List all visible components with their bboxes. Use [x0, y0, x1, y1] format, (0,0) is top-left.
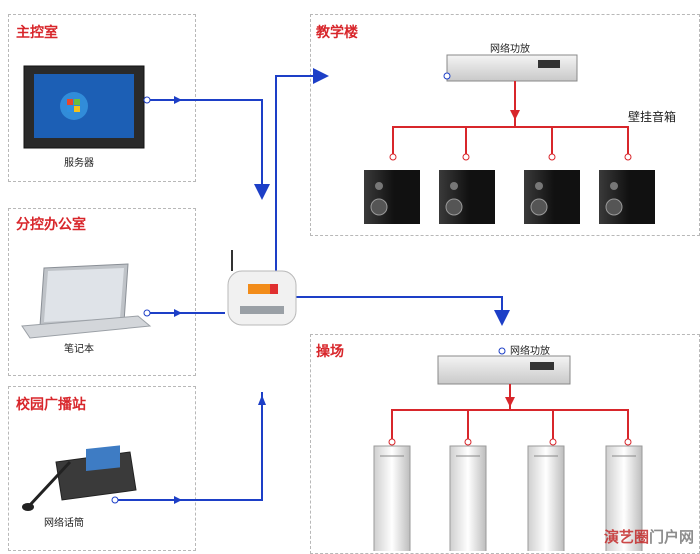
- wall-speaker-label: 壁挂音箱: [628, 110, 677, 124]
- column-speaker-icon: [449, 445, 487, 551]
- teaching-amp-label: 网络功放: [490, 44, 530, 55]
- speaker-port-icon: [389, 153, 397, 161]
- sub-office-title: 分控办公室: [16, 217, 86, 233]
- speaker-port-icon: [624, 153, 632, 161]
- teaching-amplifier-icon: [446, 54, 578, 82]
- amp-port-teaching-icon: [443, 72, 451, 80]
- speaker-port-icon: [464, 438, 472, 446]
- network-microphone-icon: [22, 445, 137, 511]
- network-lines: [115, 68, 510, 501]
- arrow-teaching-amp-icon: [510, 110, 520, 120]
- column-speaker-icon: [527, 445, 565, 551]
- amp-port-playground-icon: [498, 347, 506, 355]
- wall-speaker-icon: [364, 170, 420, 224]
- laptop-icon: [21, 263, 152, 339]
- zone-main-control: [8, 14, 196, 182]
- arrow-broadcast-icon: [174, 496, 182, 504]
- teaching-speaker-lines: [392, 81, 629, 157]
- playground-amp-label: 网络功放: [510, 346, 550, 357]
- speaker-port-icon: [549, 438, 557, 446]
- port-broadcast-icon: [111, 496, 119, 504]
- watermark-red: 演艺圈: [603, 528, 649, 546]
- arrow-up-icon: [258, 395, 266, 405]
- router-icon: [227, 250, 297, 326]
- microphone-caption: 网络话筒: [44, 518, 84, 529]
- main-control-title: 主控室: [16, 25, 58, 41]
- broadcast-title: 校园广播站: [16, 397, 86, 413]
- watermark-gray: 门户网: [648, 528, 694, 546]
- column-speaker-icon: [605, 445, 643, 551]
- zone-sub-office: [8, 208, 196, 376]
- playground-speaker-lines: [391, 384, 629, 442]
- server-monitor-icon: [23, 65, 145, 149]
- speaker-port-icon: [462, 153, 470, 161]
- wall-speaker-icon: [439, 170, 495, 224]
- wall-speaker-icon: [524, 170, 580, 224]
- playground-amplifier-icon: [437, 355, 571, 385]
- speaker-port-icon: [548, 153, 556, 161]
- wall-speaker-icon: [599, 170, 655, 224]
- arrow-office-icon: [174, 309, 182, 317]
- laptop-caption: 笔记本: [64, 344, 94, 355]
- arrow-main-icon: [174, 96, 182, 104]
- arrow-playground-amp-icon: [505, 397, 515, 407]
- watermark: 演艺圈门户网: [604, 526, 694, 547]
- server-caption: 服务器: [64, 158, 94, 169]
- speaker-port-icon: [624, 438, 632, 446]
- port-main-icon: [143, 96, 151, 104]
- speaker-port-icon: [388, 438, 396, 446]
- port-office-icon: [143, 309, 151, 317]
- playground-title: 操场: [316, 344, 344, 360]
- column-speaker-icon: [373, 445, 411, 551]
- teaching-title: 教学楼: [316, 25, 358, 41]
